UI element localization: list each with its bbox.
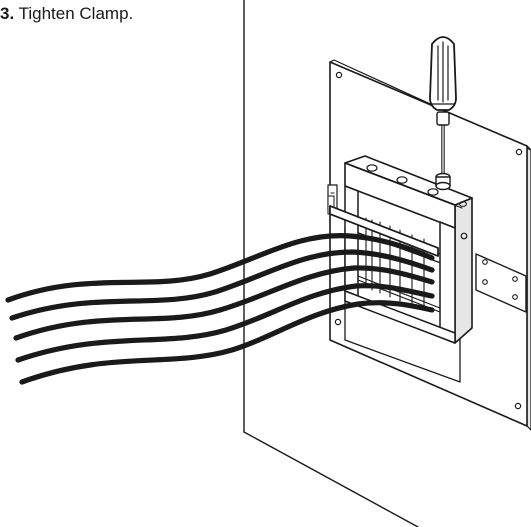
plate-screw-top-right bbox=[515, 148, 523, 156]
cable-4 bbox=[15, 283, 435, 363]
wall bbox=[243, 0, 419, 527]
plate-screw-bottom-left bbox=[334, 318, 342, 326]
step-number: 3. bbox=[0, 4, 15, 23]
cable-3 bbox=[13, 265, 435, 341]
cable-2 bbox=[9, 249, 435, 321]
cables bbox=[5, 232, 435, 385]
clamp-bar-front bbox=[329, 205, 439, 257]
step-instruction: Tighten Clamp. bbox=[18, 4, 134, 23]
cable-5 bbox=[19, 300, 435, 385]
step-caption: 3. Tighten Clamp. bbox=[0, 3, 133, 25]
plate-screw-bottom-right bbox=[514, 402, 522, 410]
cable-1 bbox=[5, 232, 435, 303]
screwdriver bbox=[429, 36, 457, 191]
plate-screw-top-left bbox=[335, 71, 343, 79]
